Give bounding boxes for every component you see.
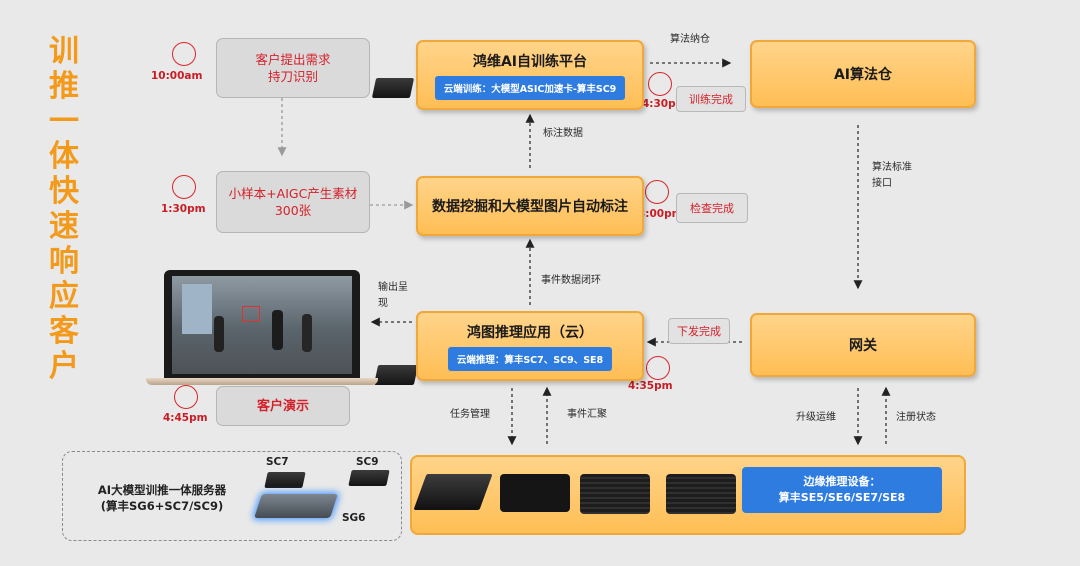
sc7-label: SC7: [266, 456, 289, 468]
clock-icon: [646, 356, 670, 380]
laptop-base: [146, 378, 378, 385]
label-annotate: 标注数据: [543, 128, 583, 139]
customer-request-box: 客户提出需求 持刀识别: [216, 38, 370, 98]
accelerator-card-image: [371, 78, 415, 98]
edge-device-image: [580, 474, 650, 514]
surveillance-screen: [172, 276, 352, 374]
label-algo-store: 算法纳仓: [670, 34, 710, 45]
clock-icon: [648, 72, 672, 96]
training-platform-subtitle: 云端训练：大模型ASIC加速卡-算丰SC9: [434, 75, 626, 100]
server-region: [62, 451, 402, 541]
data-mining-box: 数据挖掘和大模型图片自动标注: [416, 176, 644, 236]
edge-device-image: [666, 474, 736, 514]
label-event-loop: 事件数据闭环: [541, 275, 601, 286]
clock-icon: [645, 180, 669, 204]
data-mining-title: 数据挖掘和大模型图片自动标注: [432, 199, 628, 215]
label-event-agg: 事件汇聚: [567, 409, 607, 420]
label-register: 注册状态: [896, 412, 936, 423]
time-label: 3:00pm: [638, 208, 683, 220]
label-upgrade: 升级运维: [796, 412, 836, 423]
training-platform-title: 鸿维AI自训练平台: [472, 53, 588, 70]
status-deliver-done: 下发完成: [668, 318, 730, 344]
status-check-done: 检查完成: [676, 193, 748, 223]
time-label: 4:45pm: [163, 412, 208, 424]
sg6-server-image: [254, 494, 338, 518]
edge-device-image: [500, 474, 570, 512]
page-title: 训推一体快速响应客户: [49, 34, 79, 384]
server-title: AI大模型训推一体服务器 (算丰SG6+SC7/SC9): [97, 483, 227, 513]
person-figure: [302, 314, 312, 352]
clock-icon: [174, 385, 198, 409]
wall-panel: [182, 284, 212, 334]
gateway-title: 网关: [849, 338, 877, 354]
time-label: 1:30pm: [161, 203, 206, 215]
person-figure: [272, 310, 283, 350]
customer-demo-box: 客户演示: [216, 386, 350, 426]
status-train-done: 训练完成: [676, 86, 746, 112]
training-platform-box: 鸿维AI自训练平台 云端训练：大模型ASIC加速卡-算丰SC9: [416, 40, 644, 110]
clock-icon: [172, 42, 196, 66]
sc9-card-image: [348, 470, 390, 486]
inference-app-title: 鸿图推理应用（云）: [467, 324, 593, 341]
sg6-label: SG6: [342, 512, 366, 524]
time-label: 4:35pm: [628, 380, 673, 392]
label-output: 输出呈 现: [378, 282, 408, 309]
algo-repo-title: AI算法仓: [833, 67, 893, 83]
label-task-mgmt: 任务管理: [450, 409, 490, 420]
person-figure: [214, 316, 224, 352]
detection-box: [242, 306, 260, 322]
accelerator-card-image: [373, 365, 419, 385]
time-label: 10:00am: [151, 70, 203, 82]
small-sample-box: 小样本+AIGC产生素材 300张: [216, 171, 370, 233]
edge-devices-label: 边缘推理设备： 算丰SE5/SE6/SE7/SE8: [742, 467, 942, 513]
time-label: 4:30pm: [642, 98, 687, 110]
label-algo-interface: 算法标准 接口: [872, 162, 912, 189]
algo-repo-box: AI算法仓: [750, 40, 976, 108]
sc9-label: SC9: [356, 456, 379, 468]
inference-app-box: 鸿图推理应用（云） 云端推理：算丰SC7、SC9、SE8: [416, 311, 644, 381]
clock-icon: [172, 175, 196, 199]
sc7-card-image: [264, 472, 306, 488]
edge-device-image: [413, 474, 493, 510]
inference-app-subtitle: 云端推理：算丰SC7、SC9、SE8: [447, 346, 613, 371]
laptop-image: [164, 270, 360, 378]
gateway-box: 网关: [750, 313, 976, 377]
